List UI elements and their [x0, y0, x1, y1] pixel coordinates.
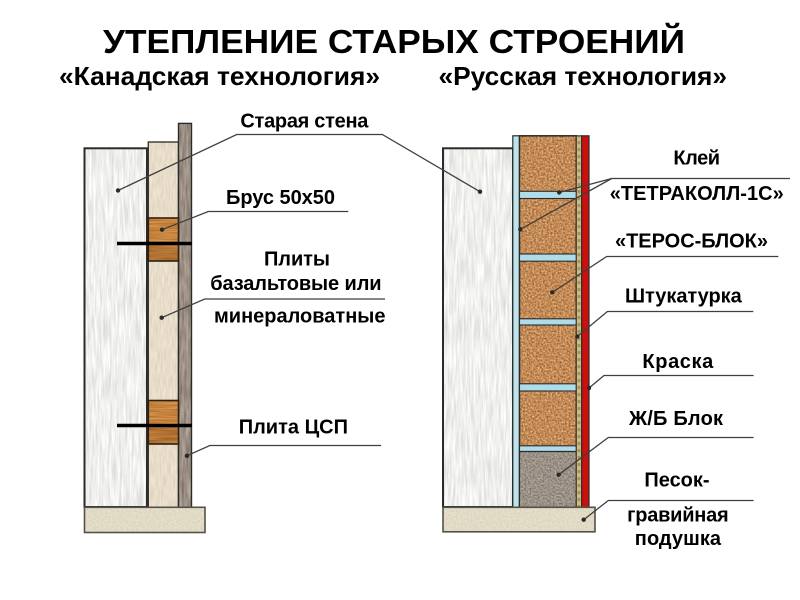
- svg-text:«ТЕРОС-БЛОК»: «ТЕРОС-БЛОК»: [615, 231, 768, 253]
- svg-text:базальтовые или: базальтовые или: [210, 273, 381, 295]
- svg-text:Краска: Краска: [642, 351, 714, 373]
- svg-text:«Русская технология»: «Русская технология»: [439, 61, 728, 91]
- svg-text:«ТЕТРАКОЛЛ-1С»: «ТЕТРАКОЛЛ-1С»: [610, 183, 784, 205]
- svg-text:УТЕПЛЕНИЕ СТАРЫХ СТРОЕНИЙ: УТЕПЛЕНИЕ СТАРЫХ СТРОЕНИЙ: [103, 22, 685, 61]
- svg-text:«Канадская технология»: «Канадская технология»: [59, 61, 380, 91]
- svg-text:Клей: Клей: [673, 148, 720, 170]
- svg-text:подушка: подушка: [635, 528, 722, 550]
- svg-text:гравийная: гравийная: [627, 504, 729, 526]
- svg-text:Плиты: Плиты: [264, 249, 330, 271]
- svg-text:Старая стена: Старая стена: [240, 111, 369, 133]
- svg-text:Песок-: Песок-: [644, 470, 709, 492]
- svg-text:Плита ЦСП: Плита ЦСП: [239, 417, 348, 439]
- svg-text:минераловатные: минераловатные: [214, 306, 386, 328]
- svg-text:Брус 50x50: Брус 50x50: [226, 187, 335, 209]
- svg-text:Штукатурка: Штукатурка: [625, 286, 743, 308]
- svg-text:Ж/Б Блок: Ж/Б Блок: [628, 408, 724, 430]
